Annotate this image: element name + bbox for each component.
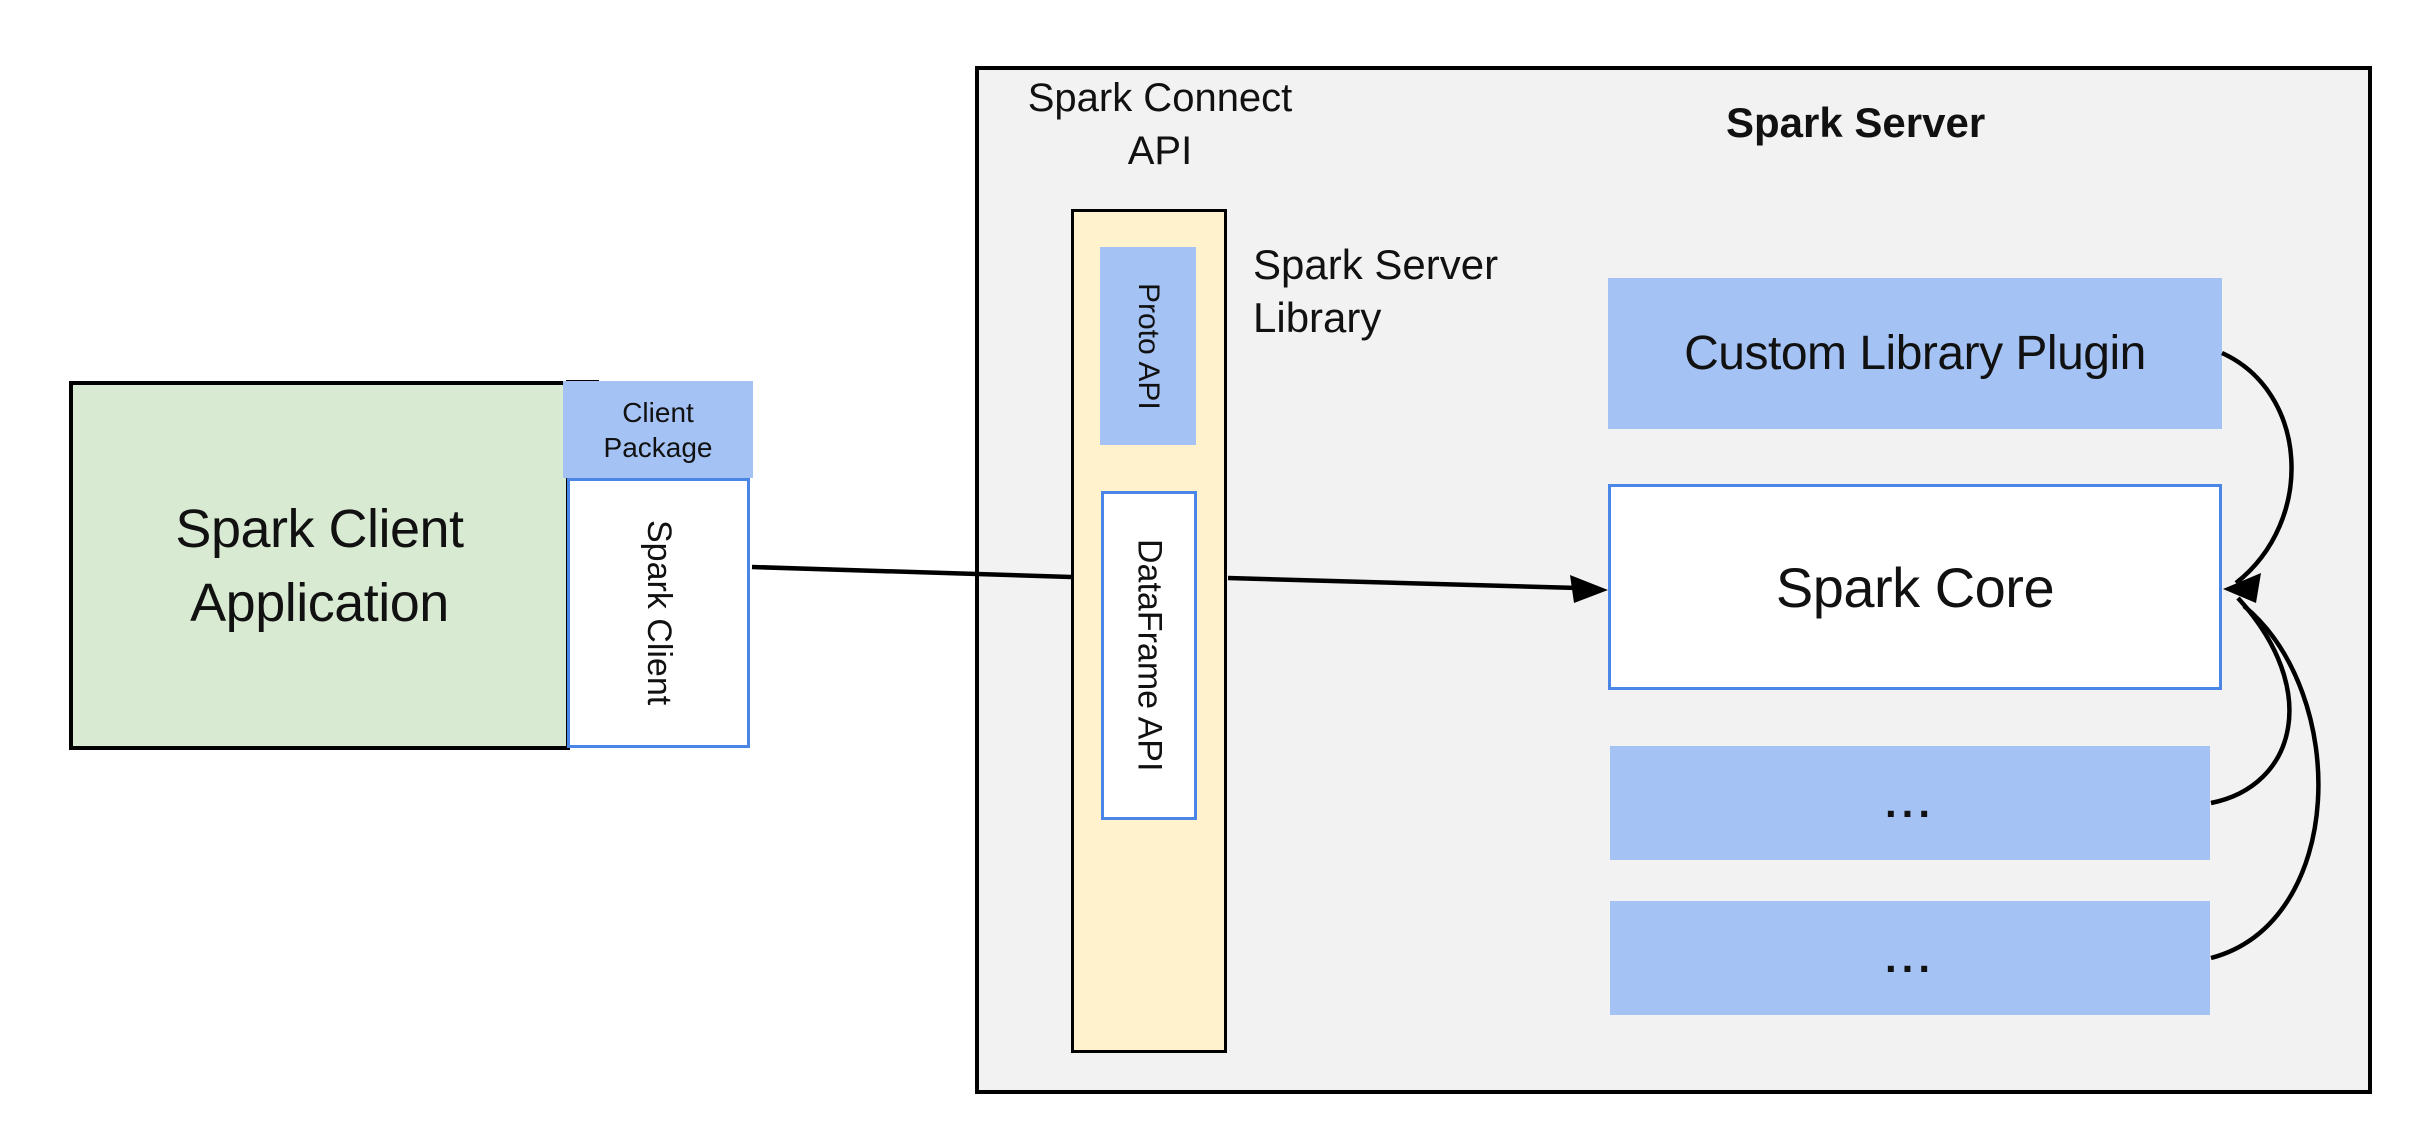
proto-api-label: Proto API bbox=[1132, 282, 1165, 410]
spark-server-title: Spark Server bbox=[1726, 99, 1986, 146]
spark-client-label: Spark Client bbox=[640, 520, 678, 706]
label-line: Client bbox=[622, 396, 694, 428]
additional-plugin-box-1: ... bbox=[1610, 746, 2210, 860]
ellipsis-label: ... bbox=[1884, 779, 1935, 826]
client-package-box: Client Package bbox=[563, 381, 753, 478]
custom-library-plugin-box: Custom Library Plugin bbox=[1608, 278, 2222, 429]
label-line: Package bbox=[603, 431, 713, 463]
additional-plugin-box-2: ... bbox=[1610, 901, 2210, 1015]
client-package-label: Client Package bbox=[604, 395, 713, 465]
label-line: Library bbox=[1253, 294, 1382, 341]
ellipsis-label: ... bbox=[1884, 934, 1935, 981]
spark-client-application-label: Spark Client Application bbox=[175, 492, 464, 640]
custom-library-plugin-label: Custom Library Plugin bbox=[1684, 327, 2146, 380]
spark-client-box: Spark Client bbox=[567, 478, 750, 748]
dataframe-api-label: DataFrame API bbox=[1130, 539, 1169, 772]
spark-client-application-box: Spark Client Application bbox=[69, 381, 570, 750]
title-line: API bbox=[1127, 129, 1193, 173]
label-line: Spark Server bbox=[1253, 241, 1499, 288]
label-line: Spark Client bbox=[175, 498, 464, 559]
spark-core-box: Spark Core bbox=[1608, 484, 2222, 690]
spark-core-label: Spark Core bbox=[1775, 555, 2055, 619]
spark-connect-api-title: Spark Connect API bbox=[960, 72, 1360, 178]
proto-api-box: Proto API bbox=[1100, 247, 1196, 445]
label-line: Application bbox=[190, 572, 449, 633]
title-line: Spark Connect bbox=[1027, 76, 1293, 120]
dataframe-api-box: DataFrame API bbox=[1101, 491, 1197, 820]
spark-server-library-label: Spark Server Library bbox=[1253, 238, 1498, 344]
